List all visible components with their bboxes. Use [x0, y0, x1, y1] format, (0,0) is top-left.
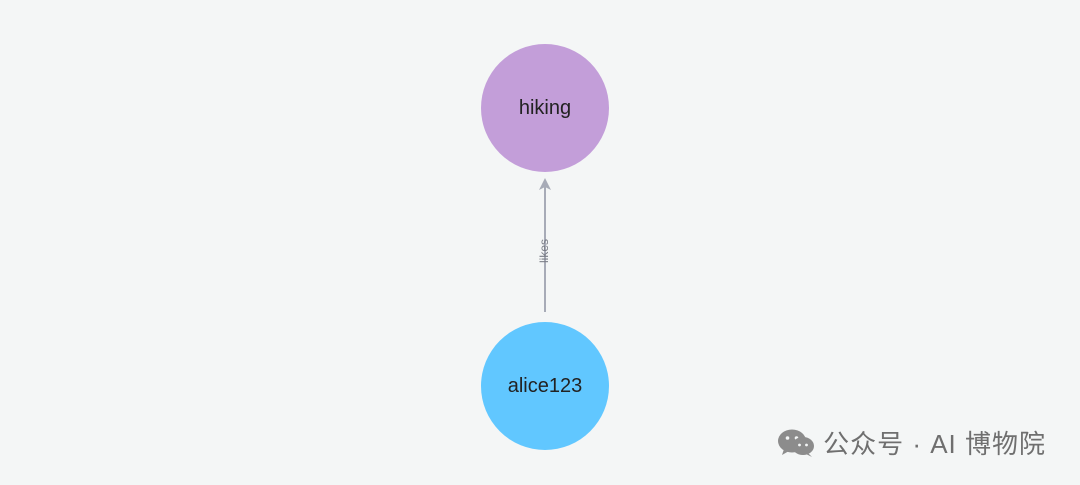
node-alice123[interactable]: alice123 [481, 322, 609, 450]
watermark: 公众号 · AI 博物院 [777, 424, 1046, 461]
node-hiking[interactable]: hiking [481, 44, 609, 172]
watermark-text: 公众号 · AI 博物院 [823, 429, 1046, 459]
wechat-icon [778, 429, 815, 457]
edge-label-likes: likes [537, 239, 551, 264]
